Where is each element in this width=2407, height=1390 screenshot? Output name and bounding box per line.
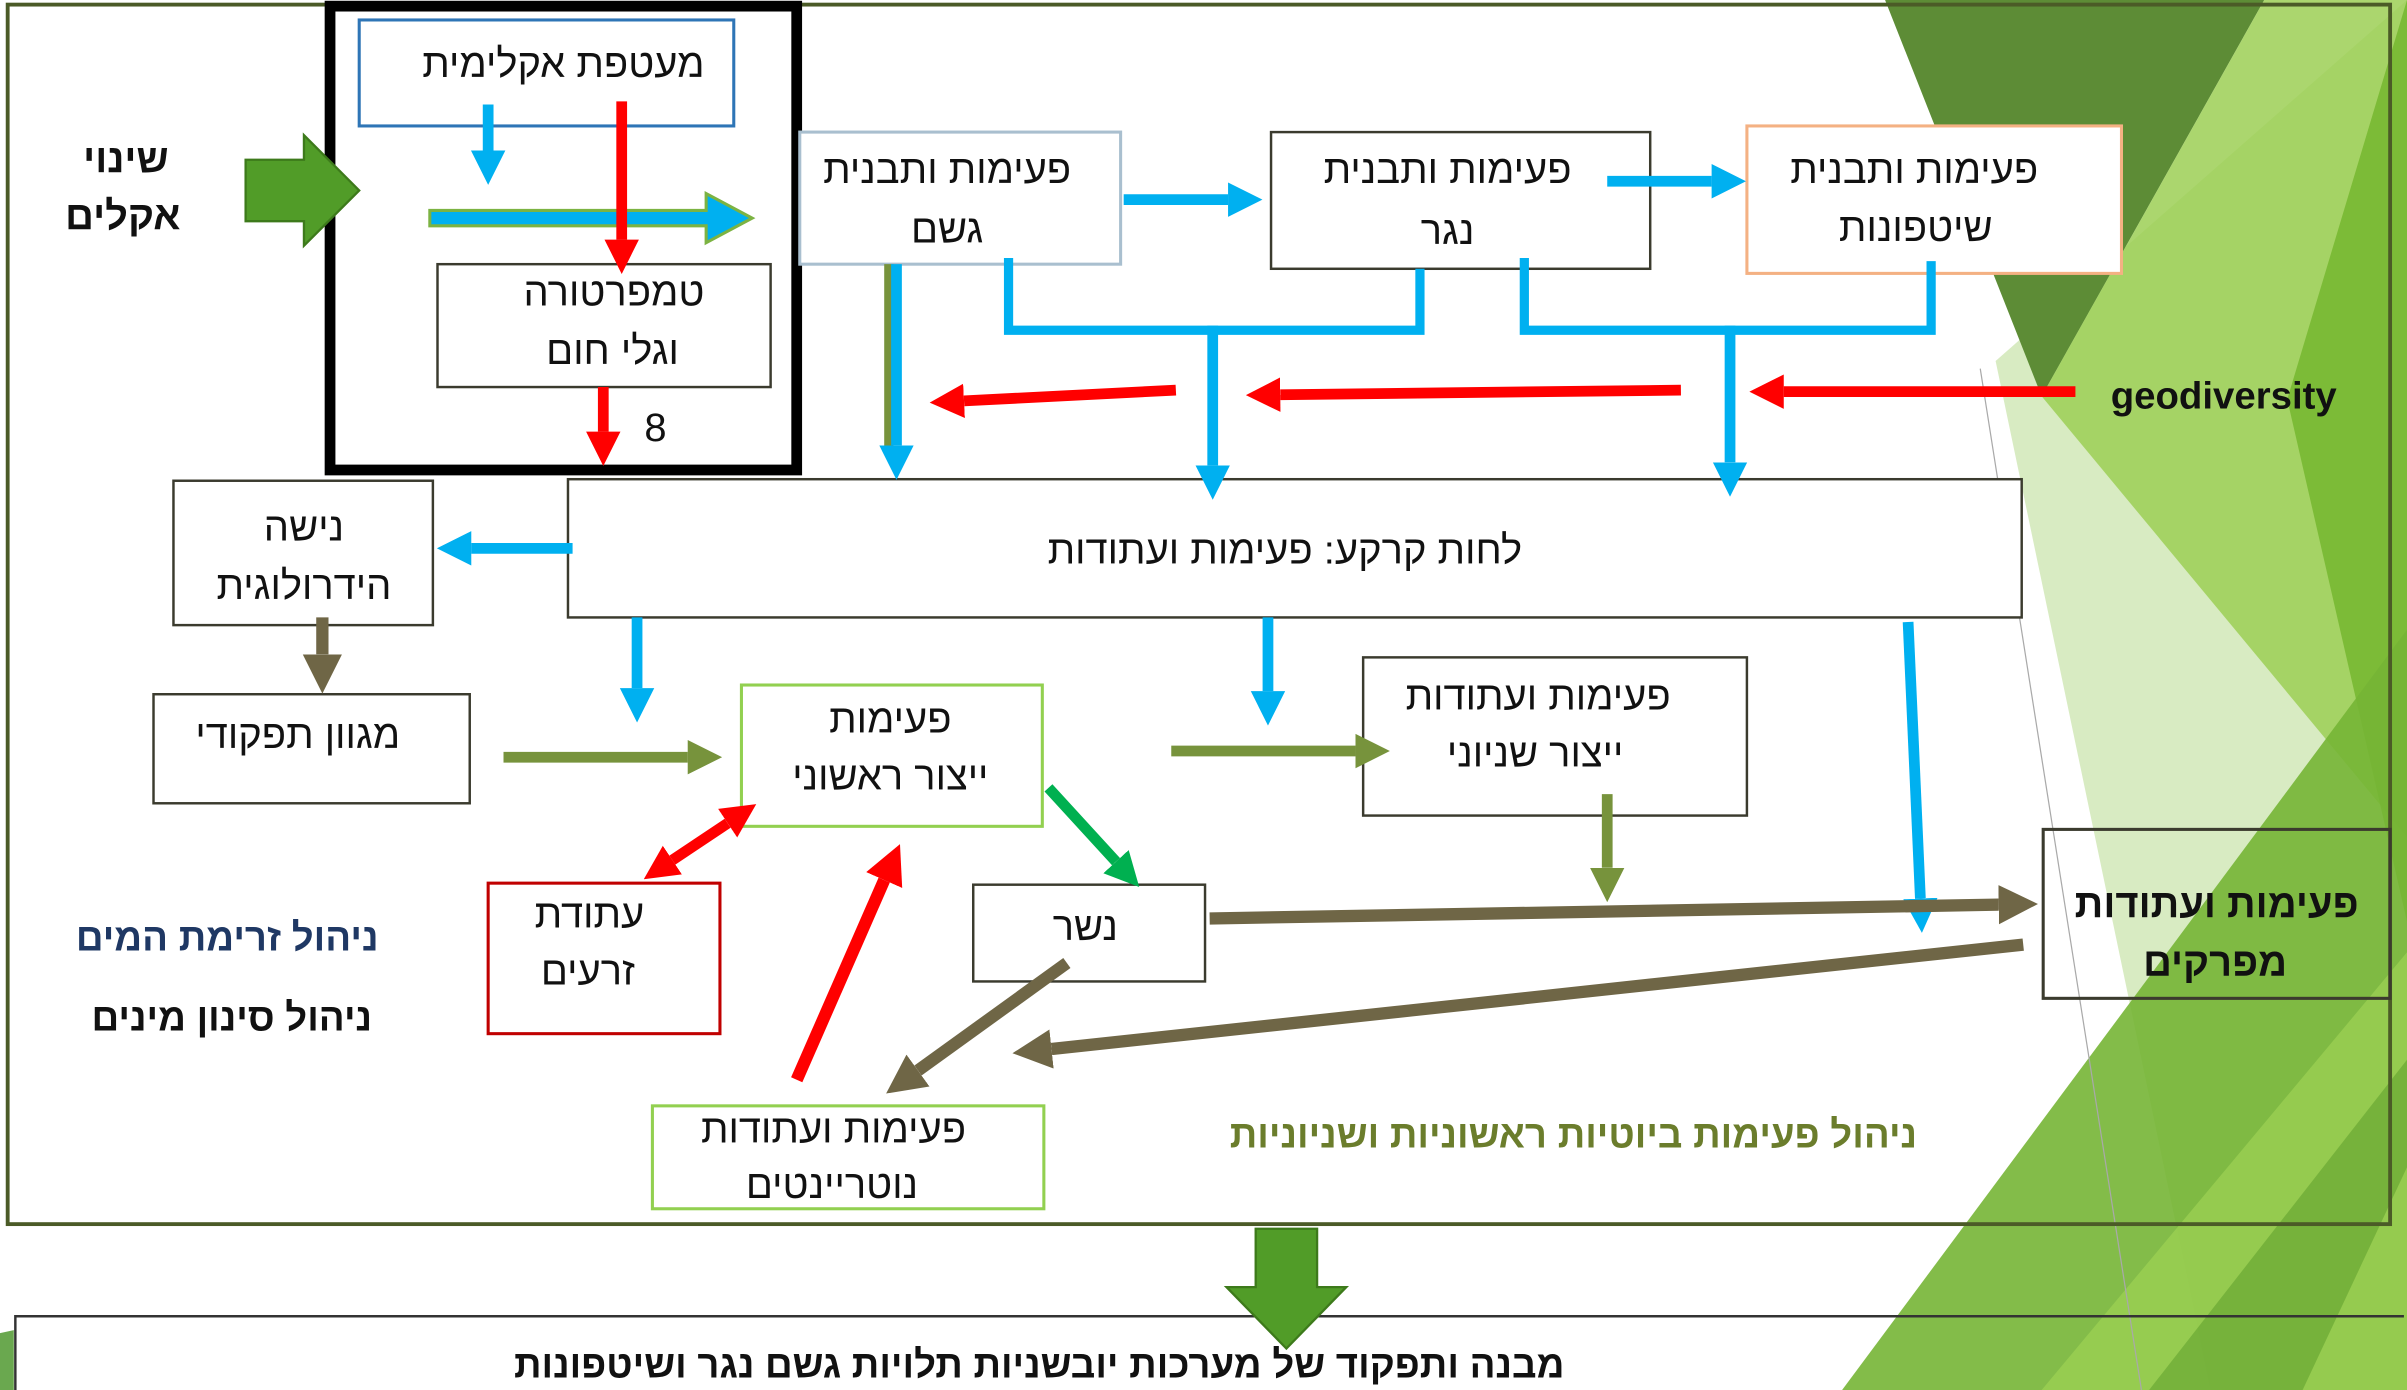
flood-label-line2: שיטפונות bbox=[1839, 206, 1993, 250]
climate-change-block-arrow bbox=[244, 132, 361, 249]
litter-to-decomposers-arrow bbox=[1209, 884, 2038, 925]
functional-diversity-box bbox=[152, 693, 471, 805]
temperature-label-line2: וגלי חום bbox=[546, 329, 679, 373]
rain-label-line2: גשם bbox=[911, 208, 983, 252]
hydrological-niche-label-line2: הידרולוגית bbox=[216, 564, 391, 608]
climate-envelope-label: מעטפת אקלימית bbox=[422, 42, 704, 86]
seed-bank-label-line1: עתודת bbox=[535, 893, 645, 937]
litter-box bbox=[972, 883, 1207, 983]
species-filtering-management-label: ניהול סינון מינים bbox=[92, 997, 373, 1040]
nutrients-box bbox=[650, 1104, 1046, 1211]
hydrological-niche-box bbox=[172, 479, 435, 627]
primary-to-litter-arrow bbox=[1044, 784, 1140, 888]
decomposers-label-line1: פעימות ועתודות bbox=[2075, 882, 2359, 926]
functional-diversity-label: מגוון תפקודי bbox=[195, 713, 400, 757]
flood-label-line1: פעימות ותבנית bbox=[1790, 148, 2038, 192]
runoff-box bbox=[1269, 130, 1652, 271]
decomposers-label-line2: מפרקים bbox=[2143, 940, 2287, 984]
primary-production-label-line1: פעימות bbox=[829, 698, 951, 742]
decomposers-box bbox=[2041, 827, 2392, 1000]
climate-envelope-box bbox=[357, 18, 736, 128]
soil-moisture-label: לחות קרקע: פעימות ועתודות bbox=[1048, 529, 1522, 573]
seed-primary-double-arrow bbox=[643, 804, 757, 880]
geodiversity-label: geodiversity bbox=[2111, 375, 2338, 418]
red-left-arrow-2 bbox=[1245, 377, 1681, 412]
secondary-production-label-line1: פעימות ועתודות bbox=[1406, 675, 1671, 719]
biotic-pulses-management-label: ניהול פעימות ביוטיות ראשוניות ושניוניות bbox=[1230, 1113, 1917, 1156]
red-left-arrow-1 bbox=[929, 383, 1177, 419]
deco-light-triangle bbox=[2041, 0, 2407, 838]
nutrients-label-line1: פעימות ועתודות bbox=[701, 1108, 966, 1152]
water-flow-management-label: ניהול זרימת המים bbox=[76, 917, 379, 960]
marker-number: 8 bbox=[644, 406, 666, 450]
seed-bank-box bbox=[486, 881, 722, 1036]
outcome-label: מבנה ותפקוד של מערכות יובשניות תלויות גש… bbox=[514, 1344, 1564, 1387]
runoff-label-line2: נגר bbox=[1421, 209, 1475, 253]
nutrients-label-line2: נוטריינטים bbox=[746, 1163, 918, 1207]
soil-to-decomposers-arrow bbox=[1902, 621, 1938, 933]
runoff-label-line1: פעימות ותבנית bbox=[1324, 148, 1572, 192]
temperature-label-line1: טמפרטורה bbox=[524, 271, 705, 315]
climate-change-label-line1: שינוי bbox=[83, 137, 168, 181]
climate-horizontal-arrow bbox=[428, 190, 756, 246]
outer-frame bbox=[5, 2, 2393, 1227]
secondary-production-box bbox=[1361, 656, 1749, 817]
seed-bank-label-line2: זרעים bbox=[541, 950, 635, 994]
hydrological-niche-label-line1: נישה bbox=[264, 506, 344, 550]
litter-to-nutrients-arrow bbox=[886, 958, 1071, 1094]
outcome-box bbox=[14, 1315, 2404, 1390]
primary-production-box bbox=[739, 683, 1044, 828]
secondary-production-label-line2: ייצור שניוני bbox=[1447, 731, 1623, 775]
litter-label: נשר bbox=[1053, 905, 1118, 949]
rain-label-line1: פעימות ותבנית bbox=[823, 148, 1071, 192]
primary-production-label-line2: ייצור ראשוני bbox=[792, 754, 988, 798]
deco-left-sliver bbox=[0, 1330, 14, 1390]
nutrients-to-primary-arrow bbox=[791, 844, 903, 1083]
soil-moisture-box bbox=[566, 477, 2023, 619]
rain-box bbox=[798, 130, 1123, 266]
climate-change-label-line2: אקלים bbox=[65, 194, 180, 238]
temperature-box bbox=[436, 262, 772, 389]
decomposers-to-nutrients-arrow bbox=[1012, 938, 2024, 1069]
outcome-block-arrow bbox=[1223, 1227, 1349, 1351]
